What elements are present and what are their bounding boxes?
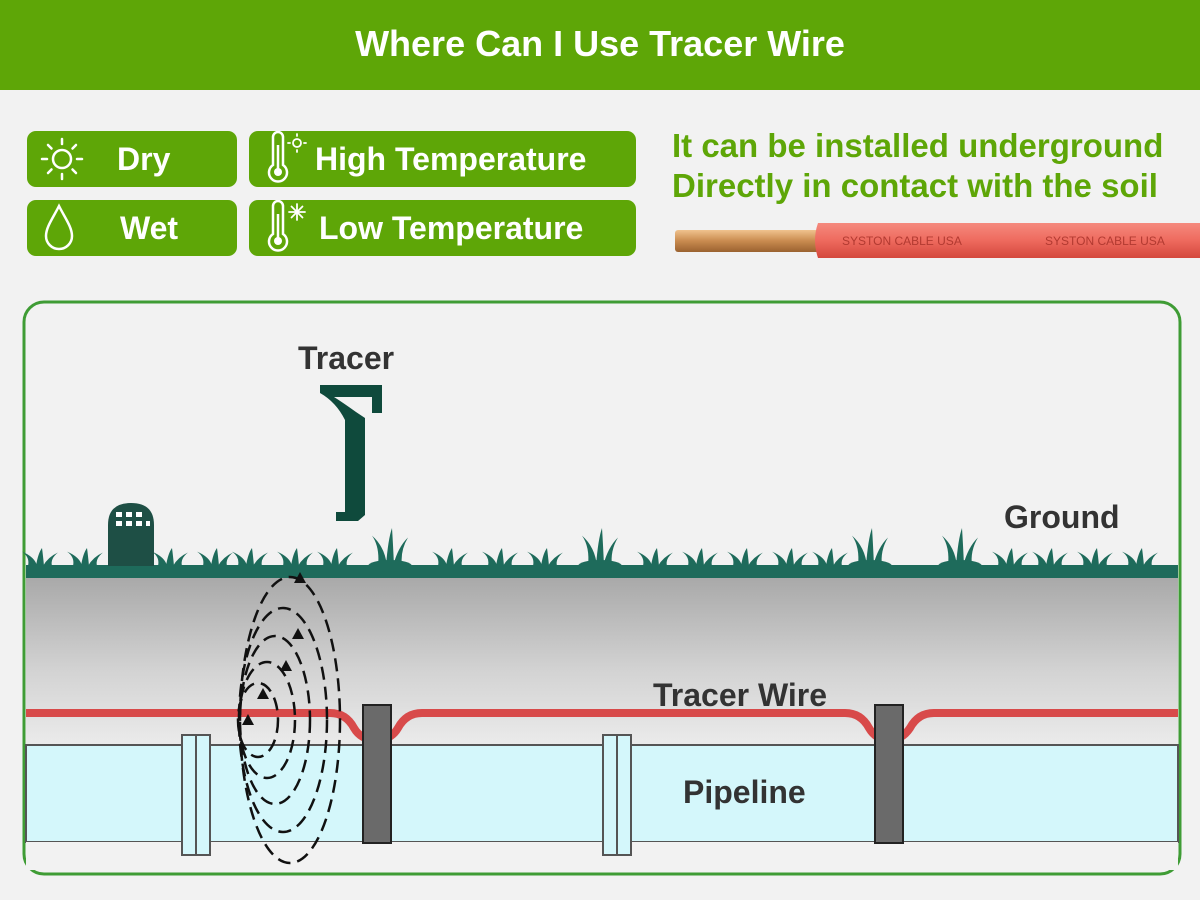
water-drop-icon (39, 200, 79, 256)
badge-label-high-temperature: High Temperature (315, 140, 587, 177)
grass-tuft (527, 548, 563, 566)
grass-tuft (992, 548, 1028, 566)
grass-tuft (152, 548, 188, 566)
grass-tuft (432, 548, 468, 566)
badge-wet: Wet (27, 200, 237, 256)
signal-arrows (242, 572, 306, 725)
grass-mound (938, 560, 982, 572)
grass-tuft (942, 528, 978, 566)
tracer-wire-label: Tracer Wire (653, 677, 828, 713)
badge-dry: Dry (27, 131, 237, 187)
pipe-joint-1 (181, 734, 211, 856)
sun-icon (37, 131, 87, 187)
grass-tuft (22, 548, 58, 566)
grass-tuft (232, 548, 268, 566)
page-title: Where Can I Use Tracer Wire (355, 23, 845, 64)
badge-label-low-temperature: Low Temperature (319, 209, 584, 246)
grass-tuft (197, 548, 233, 566)
grass-mound (578, 560, 622, 572)
grass-tuft (812, 548, 848, 566)
meter-box-icon (108, 503, 154, 566)
header-bar (0, 0, 1200, 90)
grass-mound (368, 560, 412, 572)
grass (22, 528, 1158, 572)
grass-tuft (772, 548, 808, 566)
cable-print-1: SYSTON CABLE USA (842, 234, 962, 248)
grass-tuft (1122, 548, 1158, 566)
tracer-wire-cable-photo (675, 223, 1200, 258)
pipeline-label: Pipeline (683, 774, 806, 810)
badge-label-wet: Wet (120, 209, 179, 246)
tracer-wire (26, 709, 1178, 745)
pipe-coupling-2 (874, 704, 904, 844)
grass-tuft (277, 548, 313, 566)
grass-tuft (582, 528, 618, 566)
grass-tuft (317, 548, 353, 566)
badge-label-dry: Dry (117, 140, 171, 177)
soil-layer (26, 578, 1178, 748)
grass-tuft (372, 528, 408, 566)
install-note-line2: Directly in contact with the soil (672, 167, 1158, 204)
grass-tuft (1032, 548, 1068, 566)
grass-tuft (67, 548, 103, 566)
badge-low-temperature: Low Temperature (249, 199, 636, 256)
pipe-joint-2 (602, 734, 632, 856)
grass-mound (848, 560, 892, 572)
ground-label: Ground (1004, 499, 1120, 535)
badge-high-temperature: High Temperature (249, 130, 636, 187)
pipe-coupling-1 (362, 704, 392, 844)
tracer-label: Tracer (298, 340, 395, 376)
thermometer-snowflake-icon (259, 199, 315, 256)
grass-tuft (852, 528, 888, 566)
tracer-device-icon (320, 385, 382, 521)
grass-tuft (637, 548, 673, 566)
cable-print-2: SYSTON CABLE USA (1045, 234, 1165, 248)
thermometer-sun-icon (259, 130, 315, 187)
install-note-line1: It can be installed underground (672, 127, 1164, 164)
grass-tuft (1077, 548, 1113, 566)
signal-field-rings (236, 575, 342, 865)
grass-tuft (727, 548, 763, 566)
grass-tuft (682, 548, 718, 566)
grass-tuft (482, 548, 518, 566)
